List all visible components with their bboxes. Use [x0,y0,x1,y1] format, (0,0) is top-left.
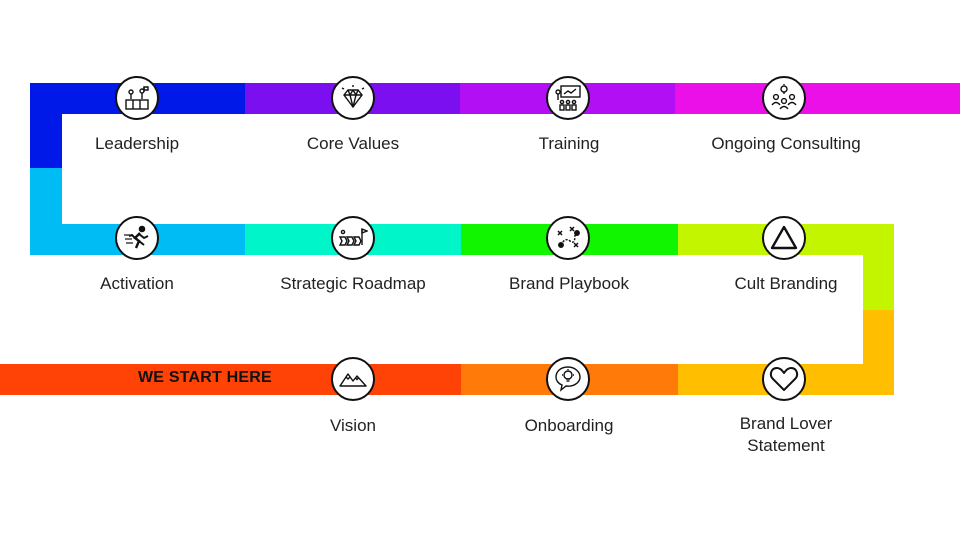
consulting-team-icon [771,84,797,110]
stage-label-onboarding: Onboarding [524,416,614,435]
triangle-icon [770,225,798,250]
path-segment-row3-1 [0,364,461,395]
path-connector-right-top [863,224,894,310]
core-values-node [331,76,375,120]
activation-node [115,216,159,260]
path-segment-row1-4 [675,83,960,114]
path-connector-left-bottom [30,168,62,224]
stage-label-vision: Vision [330,416,376,435]
lightbulb-chat-icon [555,366,581,392]
ongoing-consulting-node [762,76,806,120]
onboarding-node [546,357,590,401]
cult-branding-node [762,216,806,260]
playbook-strategy-icon [557,226,580,248]
roadmap-flag-icon [338,227,368,246]
heart-icon [769,367,799,391]
stage-label-brand-lover-statement: Brand Lover Statement [739,414,833,455]
stage-label-activation: Activation [100,274,174,293]
running-person-icon [124,225,149,249]
stage-label-strategic-roadmap: Strategic Roadmap [280,274,426,293]
mountains-icon [339,373,367,387]
brand-lover-statement-node [762,357,806,401]
strategic-roadmap-node [331,216,375,260]
stage-label-core-values: Core Values [306,134,400,153]
diamond-icon [341,85,365,109]
start-label: WE START HERE [138,369,272,386]
vision-node [331,357,375,401]
training-board-icon [555,85,581,111]
stage-label-leadership: Leadership [94,134,180,153]
leadership-node [115,76,159,120]
leadership-icon [125,86,149,110]
stage-label-cult-branding: Cult Branding [734,274,838,293]
stage-label-ongoing-consulting: Ongoing Consulting [711,134,861,153]
brand-playbook-node [546,216,590,260]
stage-label-brand-playbook: Brand Playbook [508,274,630,293]
stage-label-training: Training [538,134,600,153]
path-connector-left-top [30,83,62,168]
training-node [546,76,590,120]
